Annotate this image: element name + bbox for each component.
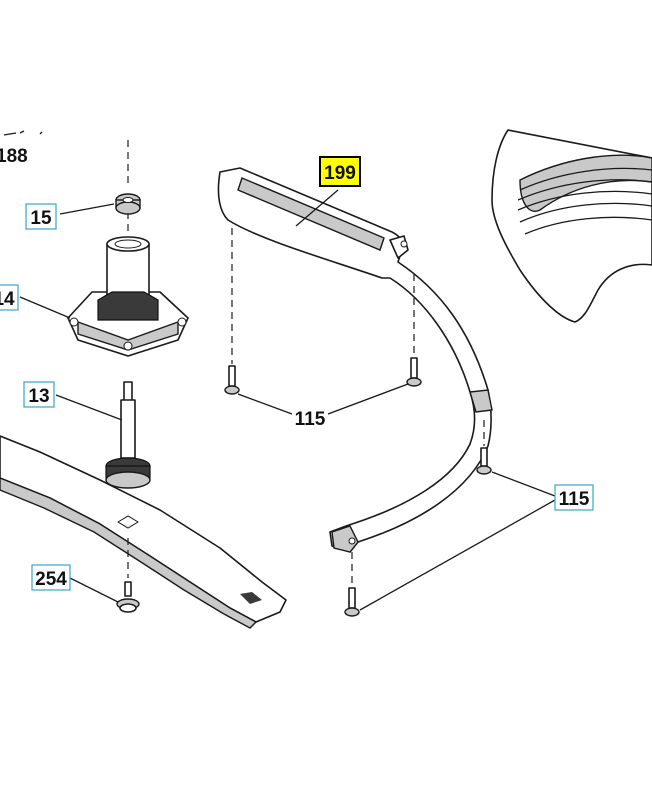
- callout-115-right: 115: [559, 489, 590, 510]
- leader-115-right-a: [491, 471, 556, 497]
- callout-199: 199: [324, 163, 356, 184]
- leader-15: [59, 203, 115, 215]
- leader-115-center-a: [237, 393, 293, 415]
- bolt-115-bottom: [344, 552, 360, 617]
- tick-mark-c: [39, 131, 43, 135]
- tick-mark-a: [3, 132, 17, 136]
- washer-part-15: [115, 193, 141, 215]
- leader-254: [69, 577, 119, 603]
- baffle-part-199: [217, 167, 493, 553]
- callout-box-254[interactable]: 254: [31, 564, 71, 591]
- callout-box-15[interactable]: 15: [25, 203, 57, 230]
- leader-13: [55, 394, 123, 421]
- callout-15: 15: [30, 208, 52, 229]
- spindle-housing-part-14: [67, 236, 189, 357]
- callout-box-115-right[interactable]: 115: [554, 484, 594, 511]
- callout-188: 188: [0, 146, 28, 167]
- tick-mark-b: [19, 130, 25, 134]
- bolt-part-254: [116, 538, 140, 613]
- callout-box-14[interactable]: 14: [0, 284, 19, 311]
- bolt-115-mid: [406, 274, 422, 387]
- callout-254: 254: [35, 569, 67, 590]
- callout-box-13[interactable]: 13: [23, 381, 55, 408]
- callout-14: 14: [0, 289, 15, 310]
- bolt-115-left: [224, 228, 240, 395]
- callout-13: 13: [28, 386, 49, 407]
- deck-housing: [491, 129, 652, 323]
- leader-199: [295, 189, 339, 227]
- leader-115-center-b: [327, 383, 409, 415]
- callout-box-199-highlighted[interactable]: 199: [319, 156, 361, 187]
- shaft-part-13: [105, 381, 151, 489]
- leader-14: [19, 296, 71, 319]
- callout-115-center: 115: [295, 409, 326, 430]
- leader-115-right-b: [359, 499, 556, 611]
- bolt-115-right: [476, 420, 492, 475]
